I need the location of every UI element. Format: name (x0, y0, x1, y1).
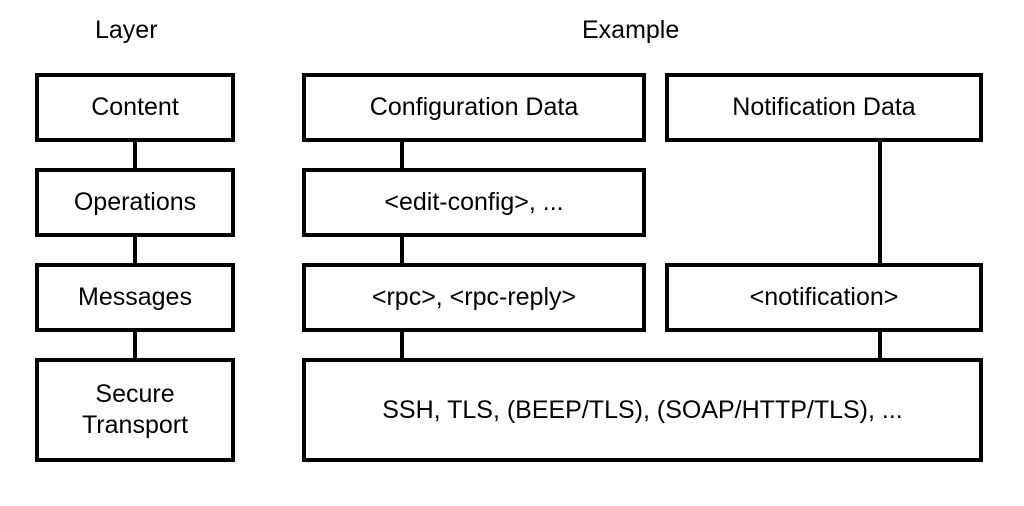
layer-secure-transport-box: Secure Transport (35, 358, 235, 462)
notification-data-label: Notification Data (732, 93, 916, 121)
layer-operations-label: Operations (73, 188, 197, 216)
edit-config-box: <edit-config>, ... (302, 168, 646, 237)
configuration-data-label: Configuration Data (369, 93, 579, 121)
notification-label: <notification> (749, 283, 899, 311)
rpc-label: <rpc>, <rpc-reply> (371, 283, 577, 311)
layer-messages-label: Messages (78, 283, 192, 311)
layer-secure-transport-label-line1: Secure (95, 380, 175, 408)
example-heading: Example (582, 16, 680, 44)
configuration-data-box: Configuration Data (302, 73, 646, 142)
notification-box: <notification> (665, 263, 983, 332)
transport-box: SSH, TLS, (BEEP/TLS), (SOAP/HTTP/TLS), .… (302, 358, 983, 462)
rpc-box: <rpc>, <rpc-reply> (302, 263, 646, 332)
layer-heading: Layer (95, 16, 158, 44)
layer-content-box: Content (35, 73, 235, 142)
notification-data-box: Notification Data (665, 73, 983, 142)
layer-operations-box: Operations (35, 168, 235, 237)
transport-label: SSH, TLS, (BEEP/TLS), (SOAP/HTTP/TLS), .… (382, 395, 903, 424)
layer-content-label: Content (91, 93, 179, 121)
edit-config-label: <edit-config>, ... (384, 188, 564, 216)
layer-messages-box: Messages (35, 263, 235, 332)
layer-secure-transport-label-line2: Transport (81, 411, 189, 439)
